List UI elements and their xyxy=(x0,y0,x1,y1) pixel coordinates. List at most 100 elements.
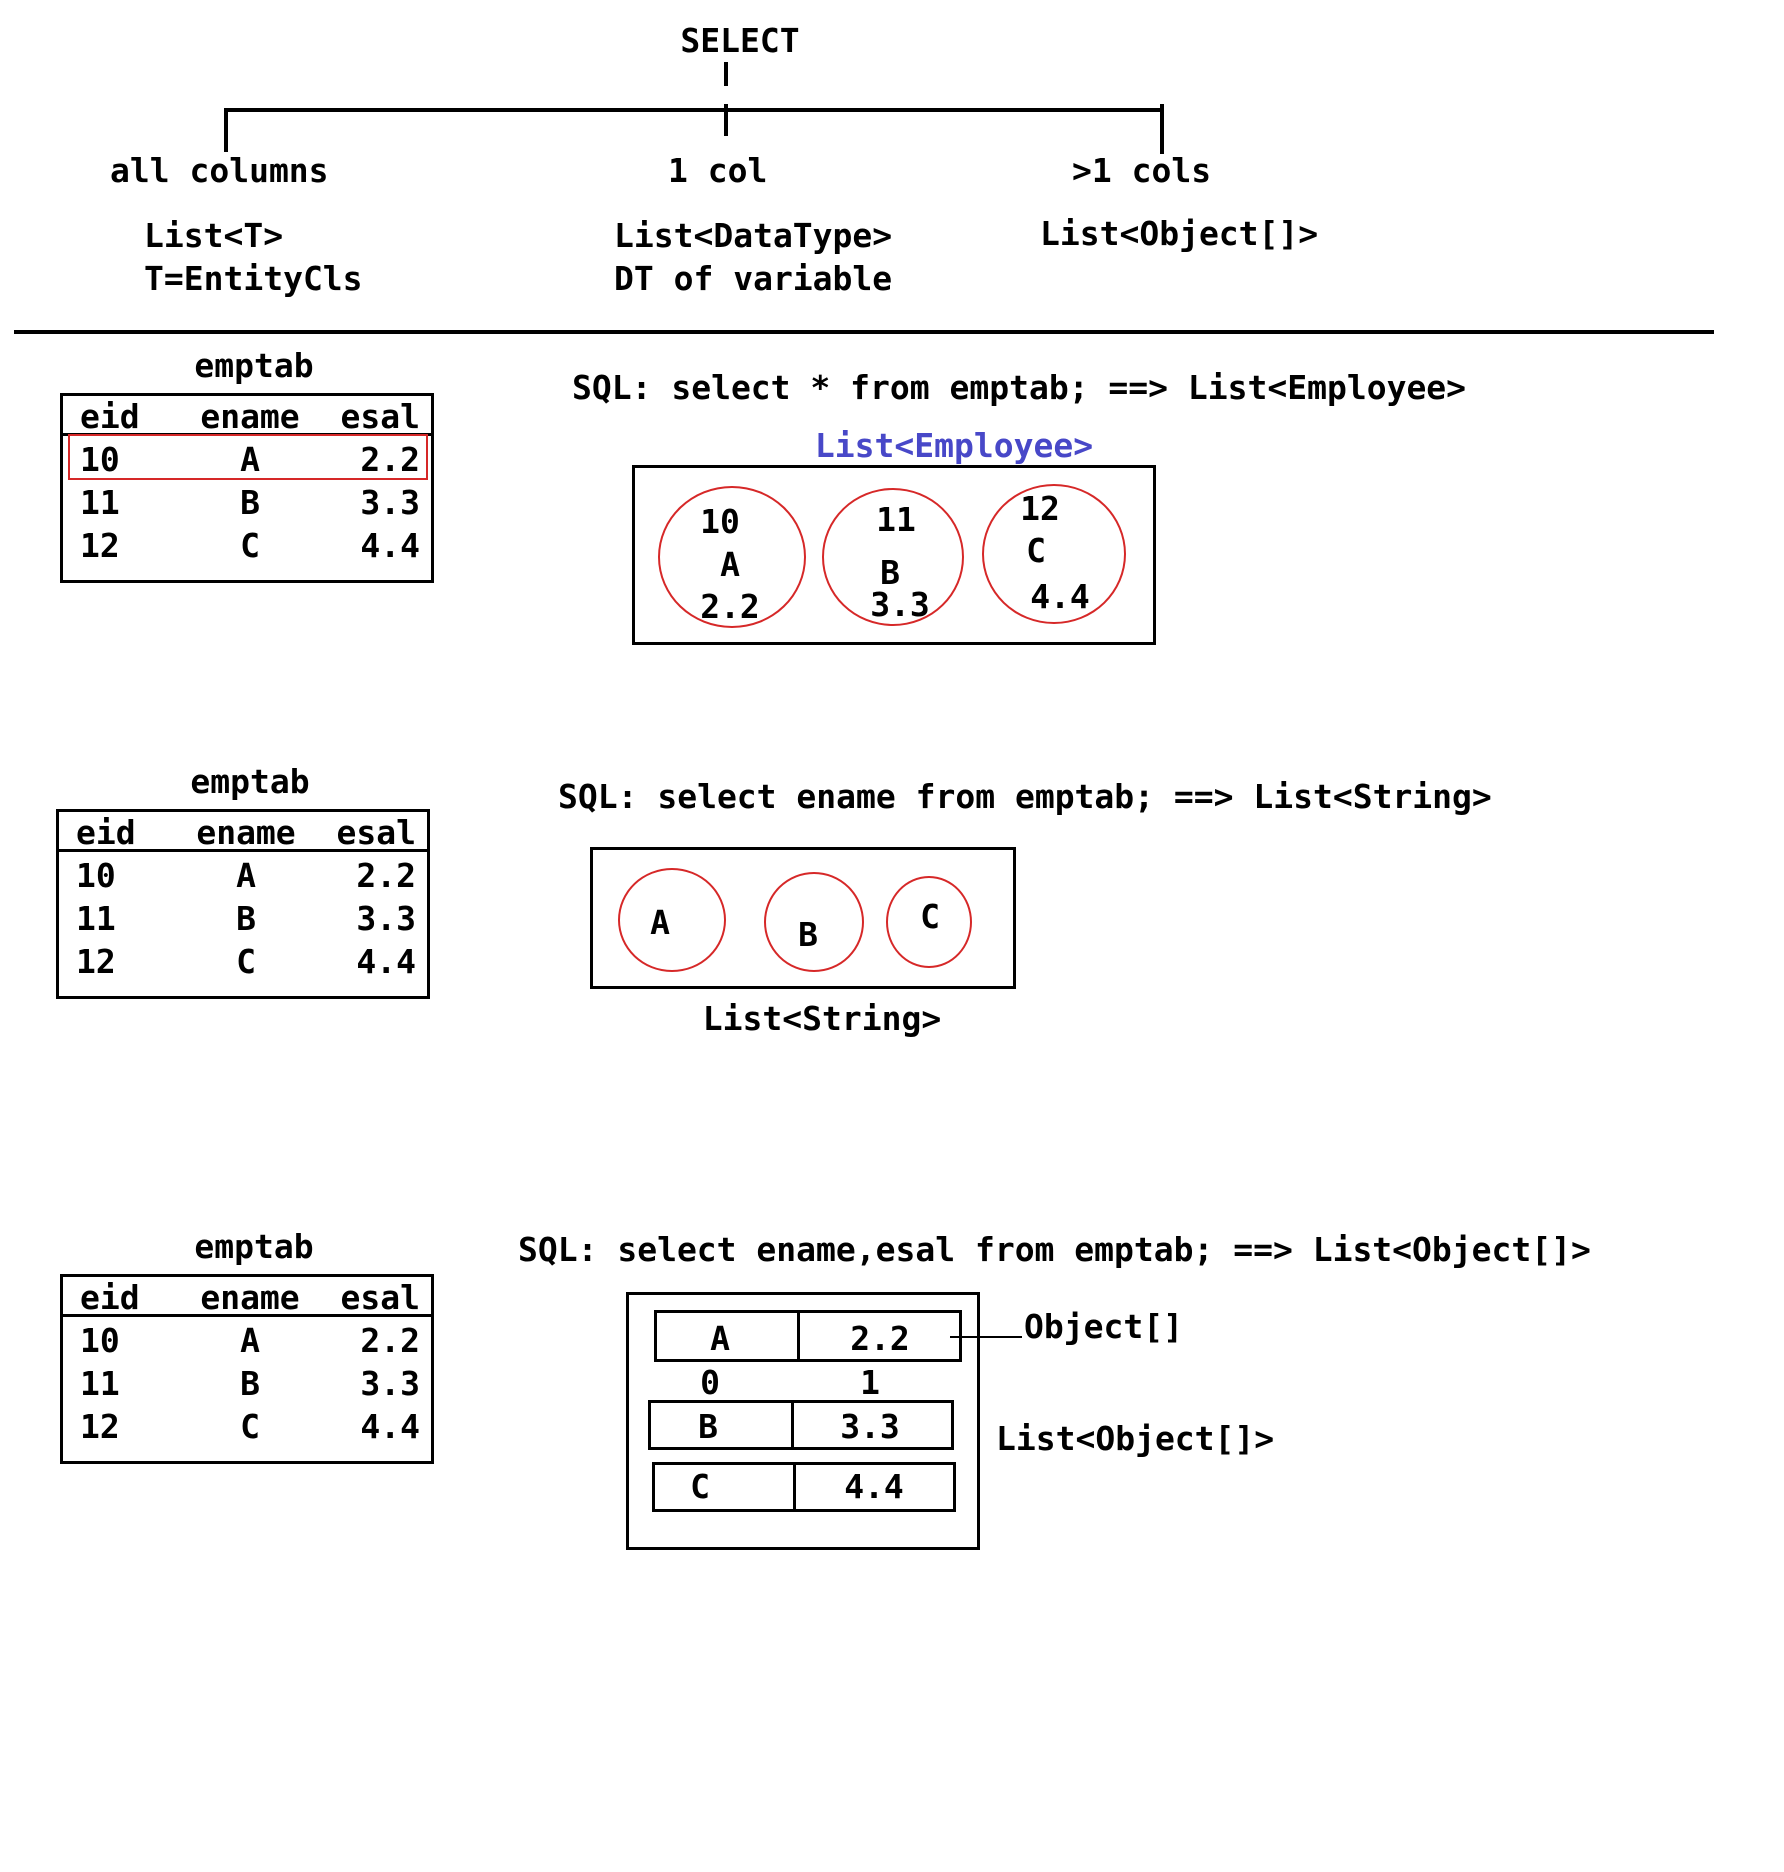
table-cell: 12 xyxy=(80,526,120,565)
employee-object-eid: 11 xyxy=(876,500,916,539)
array-index: 0 xyxy=(700,1363,720,1402)
table-header-esal: esal xyxy=(340,1278,420,1317)
tree-root-stem xyxy=(724,62,728,86)
table-header-eid: eid xyxy=(80,1278,140,1317)
list-string-label: List<String> xyxy=(702,999,942,1038)
branch-multi-cols-type: List<Object[]> xyxy=(1040,214,1319,253)
object-array-cell: B xyxy=(698,1407,718,1446)
table-header-divider xyxy=(60,1314,434,1317)
table-header-ename: ename xyxy=(200,1278,300,1317)
object-array-cell-divider xyxy=(791,1400,794,1450)
array-index: 1 xyxy=(860,1363,880,1402)
table-cell: B xyxy=(240,1364,260,1403)
string-element-value: B xyxy=(798,915,818,954)
branch-multi-cols-label: >1 cols xyxy=(1072,151,1212,190)
string-element-value: A xyxy=(650,903,670,942)
table-cell: 3.3 xyxy=(360,483,420,522)
object-array-cell: 4.4 xyxy=(844,1467,904,1506)
table-header-ename: ename xyxy=(200,397,300,436)
object-array-cell: C xyxy=(690,1467,710,1506)
employee-object-esal: 3.3 xyxy=(870,585,930,624)
table-header-esal: esal xyxy=(340,397,420,436)
object-array-cell: 2.2 xyxy=(850,1319,910,1358)
string-element xyxy=(886,876,972,968)
list-employee-label: List<Employee> xyxy=(814,426,1094,465)
table-cell: 4.4 xyxy=(360,526,420,565)
object-array-cell-divider xyxy=(797,1310,800,1362)
branch-all-columns-note: T=EntityCls xyxy=(144,259,363,298)
table-cell: 3.3 xyxy=(360,1364,420,1403)
employee-object-ename: A xyxy=(720,545,740,584)
table-cell: 12 xyxy=(76,942,116,981)
tree-branch-left xyxy=(224,108,228,152)
object-array-row xyxy=(648,1400,954,1450)
object-array-pointer-line xyxy=(950,1336,1022,1338)
table-cell: B xyxy=(236,899,256,938)
table-cell: B xyxy=(240,483,260,522)
string-element xyxy=(764,872,864,972)
table-title: emptab xyxy=(194,346,314,385)
row-highlight xyxy=(68,434,428,480)
employee-object xyxy=(982,484,1126,624)
section-divider xyxy=(14,330,1714,334)
tree-root-label: SELECT xyxy=(680,21,800,60)
list-object-array-container xyxy=(626,1292,980,1550)
table-cell: A xyxy=(240,1321,260,1360)
table-cell: 10 xyxy=(80,1321,120,1360)
table-cell: 4.4 xyxy=(356,942,416,981)
table-header-eid: eid xyxy=(80,397,140,436)
table-cell: 11 xyxy=(76,899,116,938)
table-cell: A xyxy=(236,856,256,895)
object-array-row xyxy=(652,1462,956,1512)
employee-object xyxy=(658,486,806,628)
emp-table xyxy=(60,1274,434,1464)
table-cell: 11 xyxy=(80,483,120,522)
table-cell: A xyxy=(240,440,260,479)
list-object-array-label: List<Object[]> xyxy=(996,1419,1275,1458)
table-cell: C xyxy=(240,526,260,565)
string-element xyxy=(618,868,726,972)
tree-branch-middle xyxy=(724,104,728,136)
table-cell: 10 xyxy=(76,856,116,895)
emp-table xyxy=(56,809,430,999)
sql-statement-one-column: SQL: select ename from emptab; ==> List<… xyxy=(558,777,1492,816)
table-header-divider xyxy=(56,849,430,852)
table-cell: 11 xyxy=(80,1364,120,1403)
table-title: emptab xyxy=(190,762,310,801)
table-cell: 3.3 xyxy=(356,899,416,938)
employee-object-esal: 2.2 xyxy=(700,587,760,626)
table-cell: 12 xyxy=(80,1407,120,1446)
emp-table xyxy=(60,393,434,583)
tree-branch-right xyxy=(1160,104,1164,154)
object-array-row xyxy=(654,1310,962,1362)
employee-object-ename: C xyxy=(1026,531,1046,570)
branch-one-col-note: DT of variable xyxy=(614,259,893,298)
tree-horizontal-line xyxy=(224,108,1164,112)
branch-one-col-type: List<DataType> xyxy=(614,216,893,255)
list-employee-container xyxy=(632,465,1156,645)
object-array-cell-divider xyxy=(793,1462,796,1512)
sql-statement-multi-columns: SQL: select ename,esal from emptab; ==> … xyxy=(518,1230,1591,1269)
branch-all-columns-type: List<T> xyxy=(144,216,284,255)
table-title: emptab xyxy=(194,1227,314,1266)
sql-statement-all-columns: SQL: select * from emptab; ==> List<Empl… xyxy=(572,368,1467,407)
table-cell: C xyxy=(236,942,256,981)
table-cell: 2.2 xyxy=(360,1321,420,1360)
string-element-value: C xyxy=(920,897,940,936)
object-array-cell: A xyxy=(710,1319,730,1358)
branch-all-columns-label: all columns xyxy=(110,151,329,190)
table-cell: 2.2 xyxy=(356,856,416,895)
list-string-container xyxy=(590,847,1016,989)
employee-object-esal: 4.4 xyxy=(1030,577,1090,616)
employee-object-ename: B xyxy=(880,553,900,592)
branch-one-col-label: 1 col xyxy=(668,151,768,190)
employee-object-eid: 10 xyxy=(700,502,740,541)
table-cell: C xyxy=(240,1407,260,1446)
employee-object xyxy=(822,488,964,626)
table-header-eid: eid xyxy=(76,813,136,852)
table-header-esal: esal xyxy=(336,813,416,852)
object-array-cell: 3.3 xyxy=(840,1407,900,1446)
employee-object-eid: 12 xyxy=(1020,489,1060,528)
table-cell: 4.4 xyxy=(360,1407,420,1446)
table-cell: 2.2 xyxy=(360,440,420,479)
